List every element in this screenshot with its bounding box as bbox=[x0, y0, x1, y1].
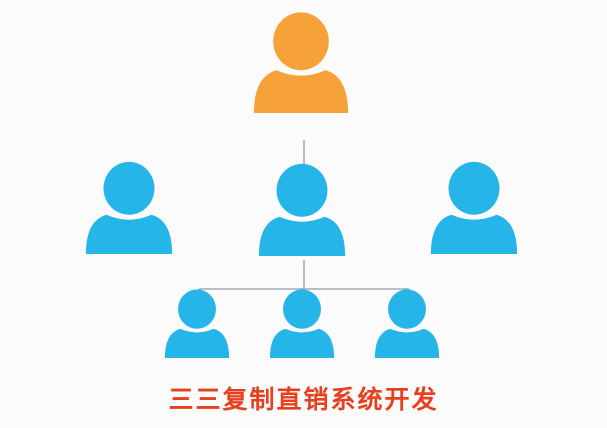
person-body bbox=[164, 328, 230, 358]
diagram-caption: 三三复制直销系统开发 bbox=[168, 385, 439, 414]
person-icon bbox=[253, 12, 349, 113]
person-head bbox=[388, 289, 426, 329]
person-icon bbox=[164, 289, 230, 358]
person-icon bbox=[85, 161, 173, 254]
person-head bbox=[283, 289, 321, 329]
person-body bbox=[430, 214, 518, 254]
person-icon bbox=[269, 289, 335, 358]
person-head bbox=[276, 163, 328, 217]
person-head bbox=[178, 289, 216, 329]
person-body bbox=[253, 70, 349, 113]
person-head bbox=[273, 12, 329, 71]
person-body bbox=[258, 216, 346, 256]
person-icon bbox=[374, 289, 440, 358]
person-body bbox=[374, 328, 440, 358]
person-icon bbox=[258, 163, 346, 256]
person-icon bbox=[430, 161, 518, 254]
person-body bbox=[269, 328, 335, 358]
person-body bbox=[85, 214, 173, 254]
person-head bbox=[103, 161, 155, 215]
person-head bbox=[448, 161, 500, 215]
